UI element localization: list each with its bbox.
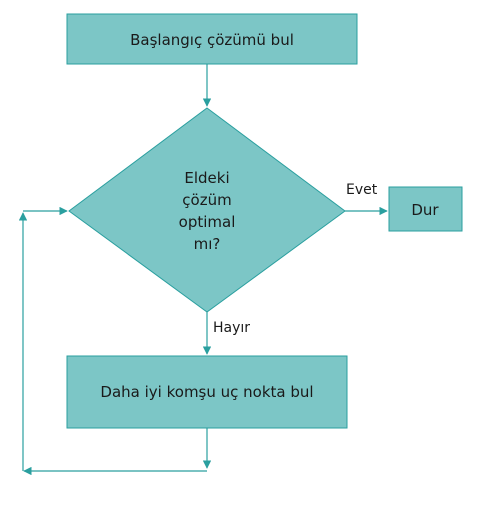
- start-node: Başlangıç çözümü bul: [66, 13, 358, 65]
- decision-line-4: mı?: [194, 235, 221, 253]
- improve-node-label: Daha iyi komşu uç nokta bul: [100, 383, 313, 401]
- edge-no-label: Hayır: [213, 320, 250, 336]
- start-node-label: Başlangıç çözümü bul: [130, 31, 294, 49]
- decision-line-3: optimal: [179, 213, 236, 231]
- improve-node: Daha iyi komşu uç nokta bul: [66, 355, 348, 429]
- decision-node: Eldeki çözüm optimal mı?: [68, 107, 346, 313]
- stop-node-label: Dur: [411, 201, 439, 219]
- stop-node: Dur: [388, 186, 463, 232]
- edge-yes-label: Evet: [346, 182, 378, 198]
- decision-line-2: çözüm: [182, 191, 231, 209]
- decision-line-1: Eldeki: [184, 169, 229, 187]
